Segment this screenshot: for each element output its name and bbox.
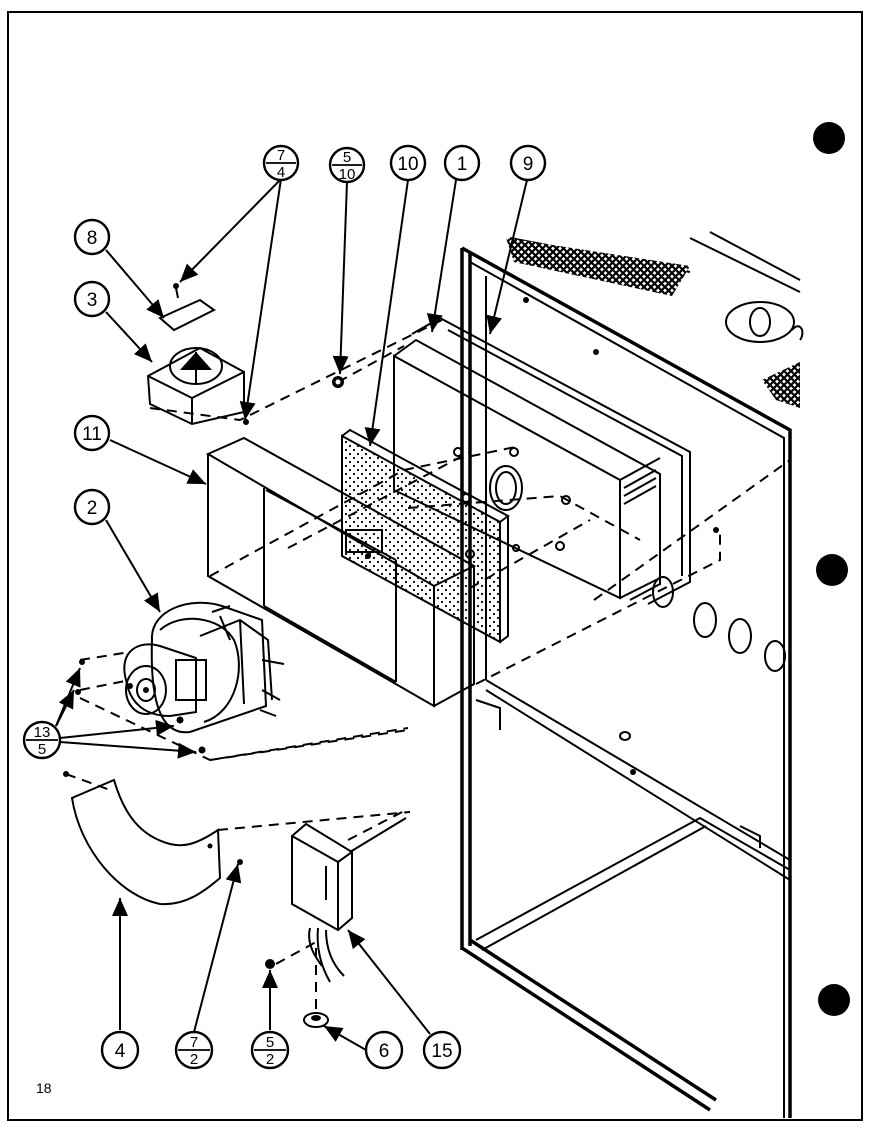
callout-bottom-number: 5 <box>38 741 46 758</box>
registration-mark <box>813 122 845 154</box>
callout-15: 15 <box>422 1030 462 1070</box>
callout-5-over-10: 5 10 <box>328 146 366 184</box>
callout-number: 11 <box>82 424 102 445</box>
inducer-blower <box>123 601 285 734</box>
alignment-dashes <box>65 317 791 1010</box>
label-plate <box>158 298 216 332</box>
callout-11: 11 <box>73 414 111 452</box>
registration-mark <box>816 554 848 586</box>
callout-number: 3 <box>87 290 98 311</box>
callout-number: 9 <box>523 154 534 175</box>
screws <box>63 283 344 865</box>
callout-8: 8 <box>73 218 111 256</box>
callout-7-over-2: 7 2 <box>174 1030 214 1070</box>
callout-top-number: 13 <box>34 724 51 741</box>
callout-7-over-4: 7 4 <box>262 144 300 182</box>
insulation-panel <box>341 428 510 644</box>
callout-top-number: 5 <box>266 1034 274 1051</box>
page-border <box>7 11 863 1121</box>
callout-5-over-2: 5 2 <box>250 1030 290 1070</box>
callout-4: 4 <box>100 1030 140 1070</box>
callout-1: 1 <box>443 144 481 182</box>
control-box <box>265 817 407 1028</box>
callout-9: 9 <box>509 144 547 182</box>
callout-number: 8 <box>87 228 98 249</box>
top-grille <box>506 238 690 296</box>
callout-13-over-5: 13 5 <box>22 720 62 760</box>
callout-3: 3 <box>73 280 111 318</box>
callout-2: 2 <box>73 488 111 526</box>
pressure-switch <box>146 346 245 426</box>
inducer-shield <box>205 436 477 708</box>
callout-6: 6 <box>364 1030 404 1070</box>
callout-10: 10 <box>389 144 427 182</box>
callout-number: 6 <box>379 1041 390 1062</box>
callout-bottom-number: 2 <box>190 1051 198 1068</box>
callout-top-number: 7 <box>277 147 285 164</box>
registration-mark <box>818 984 850 1016</box>
housing-cover <box>70 778 222 906</box>
page-number: 18 <box>36 1080 52 1096</box>
callout-number: 2 <box>87 498 98 519</box>
callout-bottom-number: 4 <box>277 164 285 181</box>
callout-number: 4 <box>115 1041 126 1062</box>
leader-lines <box>55 178 528 1051</box>
callout-bottom-number: 2 <box>266 1051 274 1068</box>
callout-number: 1 <box>457 154 468 175</box>
side-grille <box>762 362 800 408</box>
callout-number: 15 <box>431 1041 452 1062</box>
callout-top-number: 7 <box>190 1034 198 1051</box>
callout-top-number: 5 <box>343 149 351 166</box>
callout-number: 10 <box>397 154 418 175</box>
callout-bottom-number: 10 <box>339 166 356 183</box>
collector-box <box>393 338 661 601</box>
